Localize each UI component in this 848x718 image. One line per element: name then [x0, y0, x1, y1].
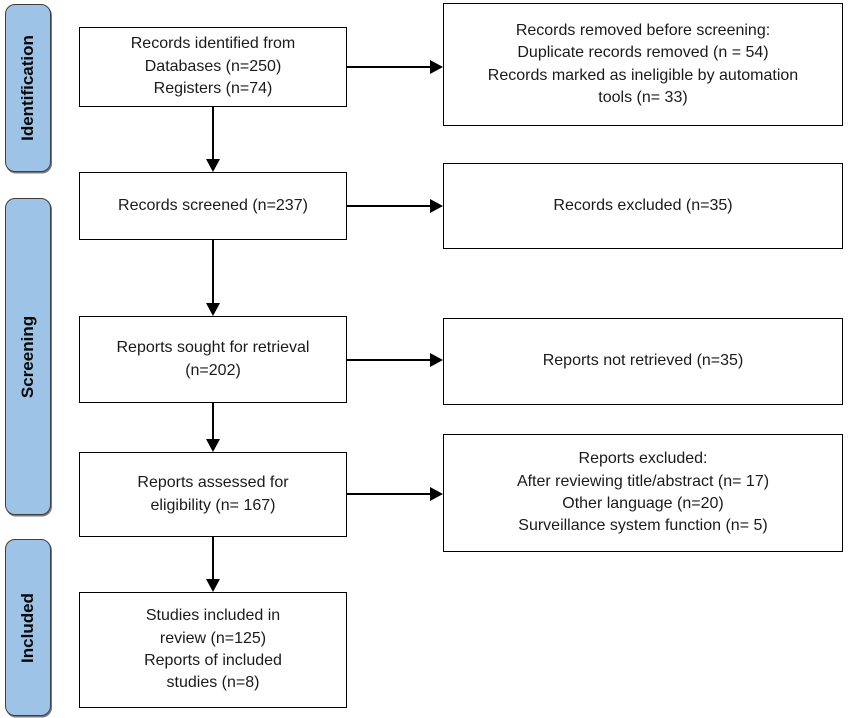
- arrow-down-icon: [206, 159, 220, 172]
- arrow-line: [212, 537, 214, 580]
- box-text-line: (n=202): [185, 361, 241, 379]
- box-reports-excluded: Reports excluded: After reviewing title/…: [443, 434, 843, 552]
- box-records-removed-before-screening: Records removed before screening: Duplic…: [443, 3, 843, 126]
- arrow-down-icon: [206, 439, 220, 452]
- arrow-right-icon: [430, 60, 443, 74]
- stage-included: Included: [5, 539, 51, 716]
- stage-identification-label: Identification: [18, 35, 37, 141]
- box-text-line: Records removed before screening:: [515, 21, 771, 39]
- arrow-line: [347, 66, 431, 68]
- box-text-line: Duplicate records removed (n = 54): [517, 44, 769, 62]
- box-text-line: Surveillance system function (n= 5): [518, 517, 768, 535]
- box-text-line: Registers (n=74): [153, 80, 273, 98]
- stage-screening-label: Screening: [18, 315, 38, 398]
- box-records-identified: Records identified from Databases (n=250…: [79, 27, 347, 107]
- box-text-line: Records excluded (n=35): [553, 196, 733, 214]
- box-text-line: Other language (n=20): [562, 495, 724, 512]
- stage-identification: Identification: [5, 4, 51, 172]
- box-reports-assessed: Reports assessed for eligibility (n= 167…: [79, 452, 347, 537]
- box-text-line: tools (n= 33): [598, 88, 688, 106]
- box-records-screened: Records screened (n=237): [79, 172, 347, 240]
- arrow-line: [212, 403, 214, 440]
- box-text-line: Studies included in: [145, 607, 281, 625]
- box-text-line: Databases (n=250): [144, 57, 282, 75]
- box-text-line: Reports of included: [144, 652, 282, 669]
- box-text-line: Reports not retrieved (n=35): [542, 352, 744, 370]
- box-text-line: Reports assessed for: [137, 474, 289, 492]
- arrow-line: [212, 240, 214, 304]
- box-records-excluded: Records excluded (n=35): [443, 163, 843, 249]
- box-text-line: Records screened (n=237): [118, 196, 308, 214]
- stage-included-label: Included: [18, 592, 37, 663]
- arrow-right-icon: [430, 199, 443, 213]
- arrow-line: [347, 205, 431, 207]
- box-text-line: Records marked as ineligible by automati…: [487, 66, 799, 84]
- arrow-down-icon: [206, 303, 220, 316]
- box-text-line: review (n=125): [159, 629, 267, 647]
- arrow-right-icon: [430, 487, 443, 501]
- box-text-line: studies (n=8): [166, 674, 260, 692]
- box-text-line: After reviewing title/abstract (n= 17): [516, 472, 770, 490]
- box-studies-included: Studies included in review (n=125) Repor…: [79, 592, 347, 708]
- arrow-right-icon: [430, 353, 443, 367]
- arrow-line: [347, 493, 431, 495]
- arrow-line: [347, 359, 431, 361]
- arrow-down-icon: [206, 579, 220, 592]
- box-text-line: eligibility (n= 167): [150, 496, 276, 514]
- arrow-line: [212, 107, 214, 160]
- box-text-line: Reports sought for retrieval: [116, 339, 310, 357]
- box-reports-not-retrieved: Reports not retrieved (n=35): [443, 318, 843, 405]
- box-reports-sought: Reports sought for retrieval (n=202): [79, 316, 347, 403]
- box-text-line: Reports excluded:: [578, 450, 708, 468]
- stage-screening: Screening: [5, 198, 51, 515]
- box-text-line: Records identified from: [130, 35, 296, 53]
